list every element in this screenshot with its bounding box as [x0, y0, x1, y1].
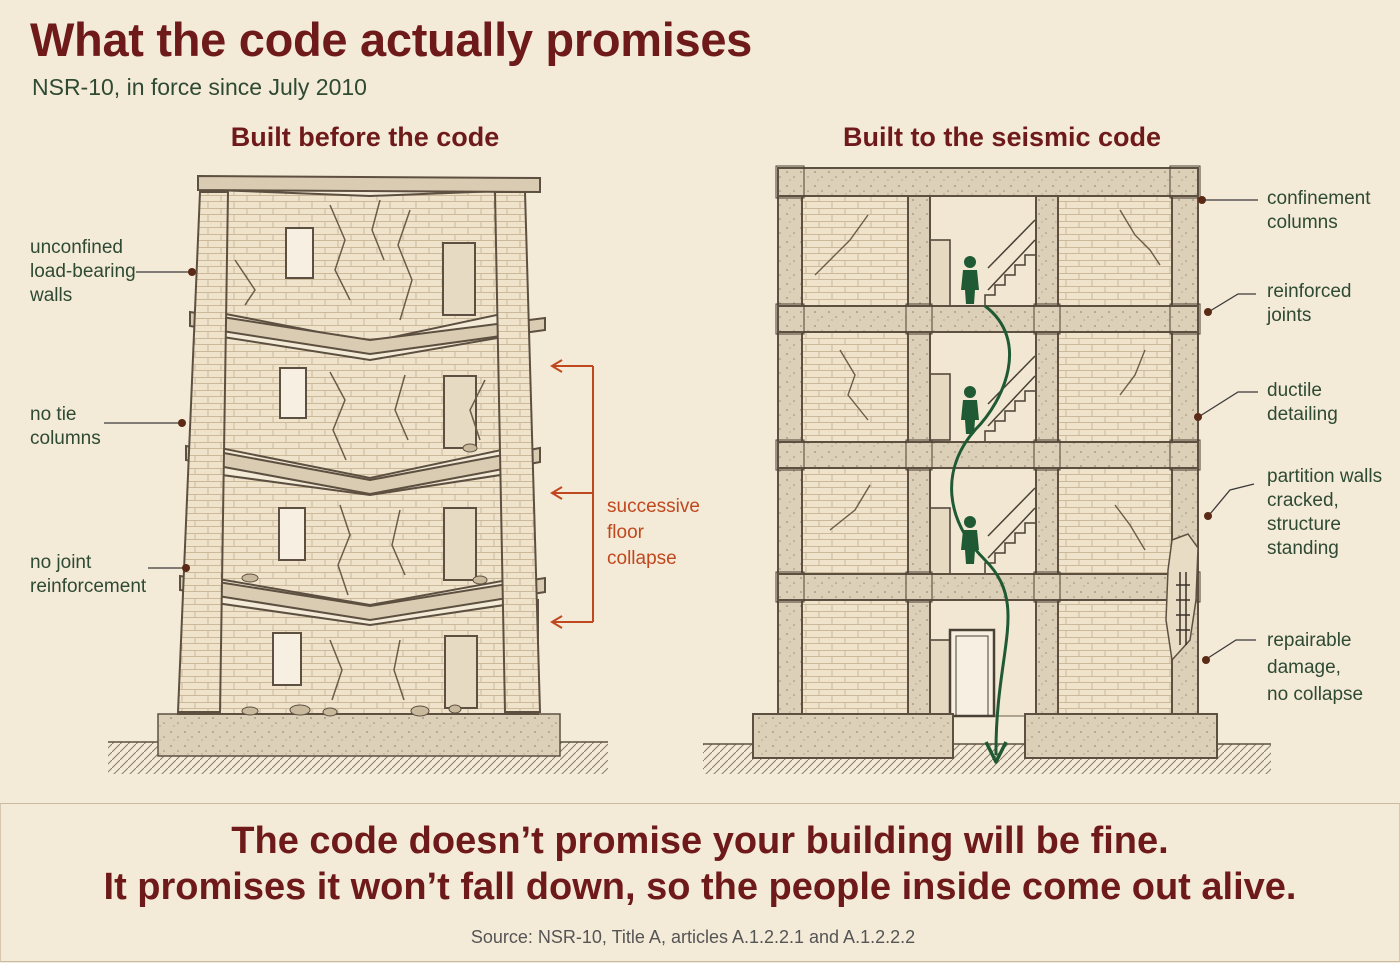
diagram-illustration: [104, 165, 1271, 774]
page-title: What the code actually promises: [30, 13, 753, 66]
page-subtitle: NSR-10, in force since July 2010: [32, 74, 367, 100]
callout-ductile-detailing: ductile detailing: [1267, 380, 1338, 425]
foundation-left: [157, 713, 561, 757]
person-icon: [961, 386, 979, 434]
callout-reinforced-joints: reinforced joints: [1267, 281, 1352, 326]
person-icon: [961, 516, 979, 564]
callout-confinement-columns: confinement columns: [1267, 188, 1371, 233]
arrow-down-icon: [984, 741, 1008, 764]
sagging-slabs: [179, 174, 546, 622]
callout-unconfined-walls: unconfined load-bearing walls: [30, 237, 136, 306]
callout-successive-collapse: successive floor collapse: [607, 496, 700, 569]
left-leader-lines: [104, 268, 196, 572]
floor-beams: [777, 167, 1199, 601]
callout-no-tie-columns: no tie columns: [30, 404, 101, 449]
evacuation-path: [950, 304, 1012, 756]
story-4-left: [203, 188, 527, 344]
seismic-code-building: [703, 165, 1271, 774]
side-walls-left: [176, 191, 542, 713]
right-panel-heading: Built to the seismic code: [842, 122, 1162, 152]
left-panel-heading: Built before the code: [230, 122, 500, 152]
callout-partition-walls: partition walls cracked, structure stand…: [1267, 466, 1383, 559]
callout-repairable-damage: repairable damage, no collapse: [1267, 630, 1364, 705]
person-icon: [961, 256, 979, 304]
story-3-left: [203, 333, 527, 480]
rubble: [241, 443, 488, 717]
stairs: [984, 219, 1036, 573]
footings: [752, 713, 1218, 759]
unreinforced-building: [104, 174, 608, 774]
callout-no-joint-reinforcement: no joint reinforcement: [30, 552, 147, 597]
right-leader-lines: [1194, 196, 1258, 664]
footer-statement-line-2: It promises it won’t fall down, so the p…: [103, 866, 1297, 908]
footer-statement-line-1: The code doesn’t promise your building w…: [231, 820, 1169, 862]
wall-cracks: [234, 199, 486, 701]
source-citation: Source: NSR-10, Title A, articles A.1.2.…: [470, 927, 916, 947]
partition-cracks: [814, 209, 1161, 551]
exit-door: [948, 628, 996, 718]
spalled-column: [1165, 533, 1199, 662]
collapse-bracket: [550, 359, 594, 629]
